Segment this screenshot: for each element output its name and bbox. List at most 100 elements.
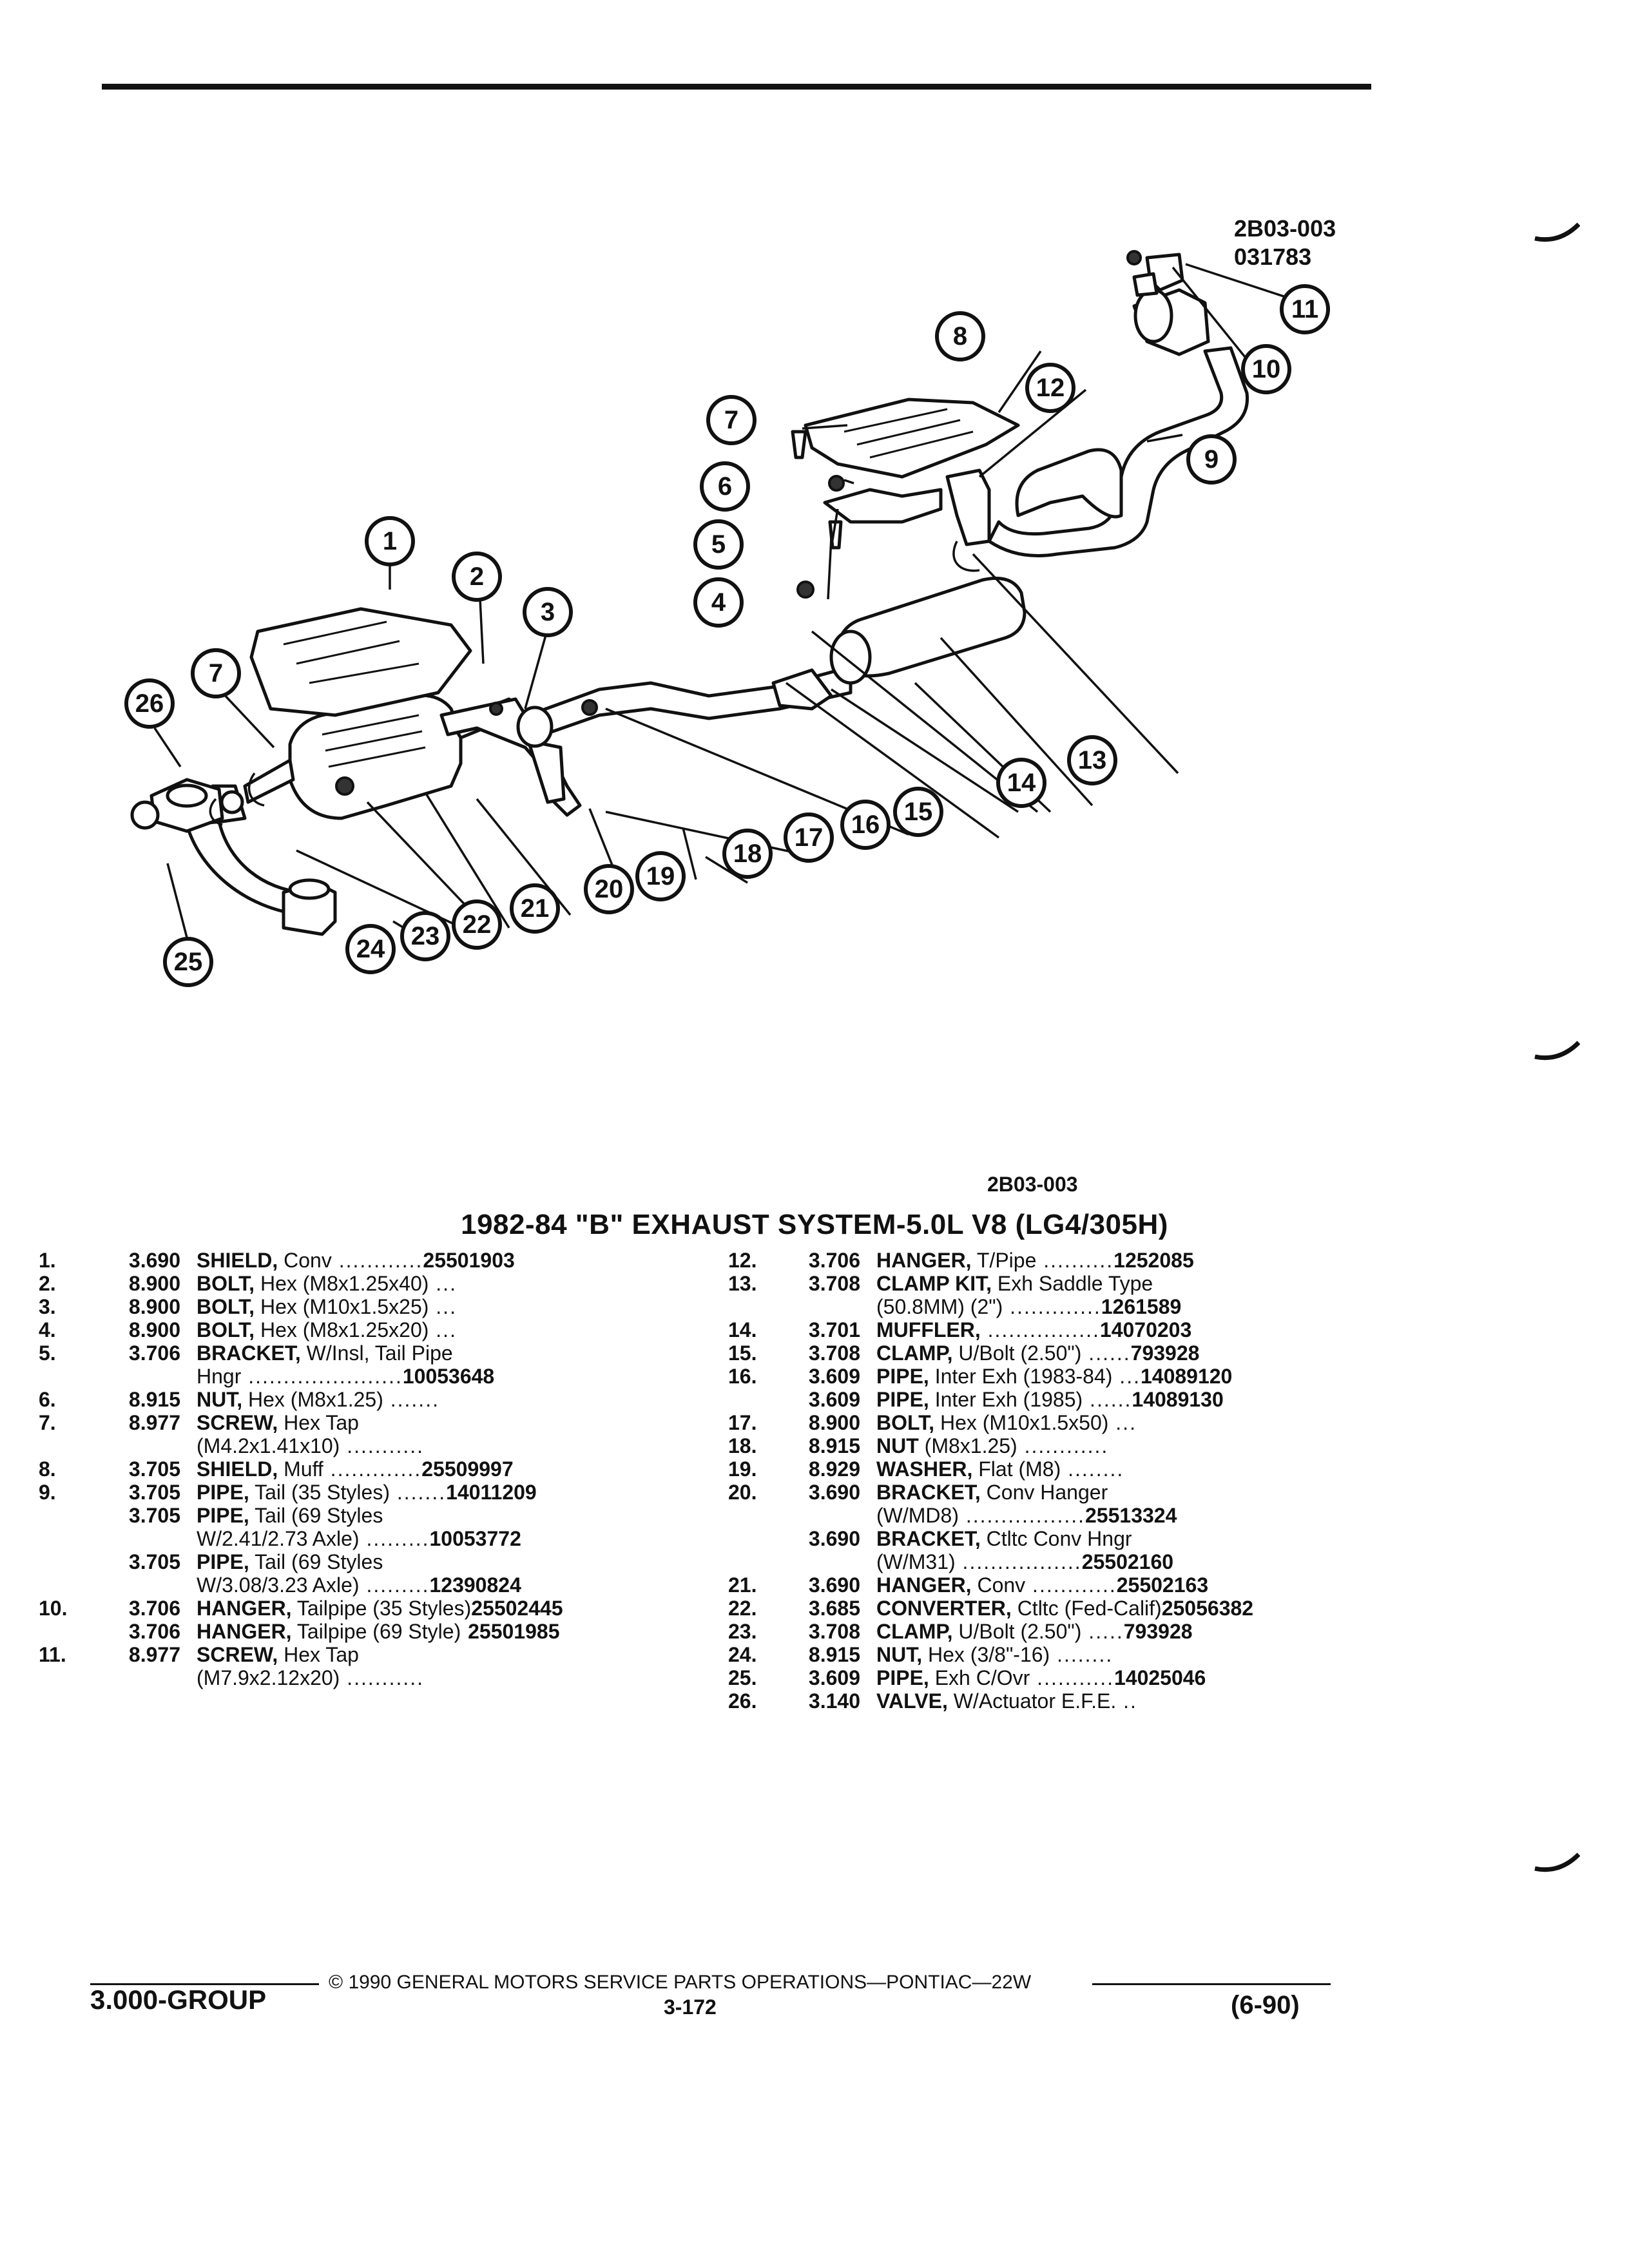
item-description: (M7.9x2.12x20) ........... xyxy=(197,1666,689,1689)
item-name: BOLT, xyxy=(197,1295,255,1318)
converter-bolt xyxy=(335,776,354,796)
flange-nut xyxy=(489,702,503,716)
svg-text:25: 25 xyxy=(174,948,203,976)
item-description: WASHER, Flat (M8) ........ xyxy=(876,1457,1373,1481)
svg-text:5: 5 xyxy=(711,530,726,559)
callout-11: 11 xyxy=(1280,284,1330,334)
item-number: 5. xyxy=(39,1341,56,1365)
svg-text:21: 21 xyxy=(521,894,550,923)
clamp-23b xyxy=(209,798,223,826)
part-number: 14011209 xyxy=(446,1481,537,1504)
item-detail: Hex (M10x1.5x25) xyxy=(255,1295,429,1318)
muffler-shield-ribs xyxy=(843,408,974,459)
svg-text:6: 6 xyxy=(718,472,732,501)
leader-dots: ... xyxy=(1112,1365,1141,1388)
item-detail: (W/M31) xyxy=(876,1550,956,1573)
footer-rule-right xyxy=(1092,1983,1331,1985)
leader-dots: ....... xyxy=(389,1481,447,1504)
item-detail: Conv Hanger xyxy=(980,1481,1108,1504)
leader-dots: ....... xyxy=(383,1388,439,1411)
group-number: 8.929 xyxy=(808,1457,860,1481)
callout-25: 25 xyxy=(163,937,213,987)
callout-4: 4 xyxy=(693,577,744,628)
item-description: (W/M31) .................25502160 xyxy=(876,1550,1373,1573)
part-number: 25509997 xyxy=(421,1457,514,1481)
group-number: 8.915 xyxy=(808,1434,860,1457)
footer-rule-left xyxy=(90,1983,319,1985)
item-name: BRACKET, xyxy=(197,1341,301,1365)
callout-14: 14 xyxy=(996,758,1046,808)
item-name: PIPE, xyxy=(876,1365,929,1388)
callout-16: 16 xyxy=(840,800,891,850)
leader-dots: .. xyxy=(1116,1689,1137,1713)
group-number: 3.690 xyxy=(128,1249,180,1272)
item-description: MUFFLER, ................14070203 xyxy=(876,1318,1373,1341)
part-number: 25501985 xyxy=(468,1620,560,1643)
part-number: 25502163 xyxy=(1116,1573,1209,1597)
item-number: 12. xyxy=(728,1249,757,1272)
item-description: (W/MD8) .................25513324 xyxy=(876,1504,1373,1527)
svg-text:18: 18 xyxy=(733,840,762,868)
item-detail: W/Actuator E.F.E. xyxy=(947,1689,1117,1713)
item-description: PIPE, Tail (35 Styles) .......14011209 xyxy=(197,1481,689,1504)
item-name: CLAMP KIT, xyxy=(876,1272,992,1295)
item-detail: (M4.2x1.41x10) xyxy=(197,1434,340,1457)
item-number: 23. xyxy=(728,1620,757,1643)
item-description: BOLT, Hex (M8x1.25x20) ... xyxy=(197,1318,689,1341)
leader-dots: ..... xyxy=(1081,1620,1124,1643)
part-number: 793928 xyxy=(1123,1620,1193,1643)
leader-dots: ...................... xyxy=(241,1365,403,1388)
intermediate-pipe xyxy=(526,665,853,740)
item-number: 4. xyxy=(39,1318,56,1341)
group-number: 3.708 xyxy=(808,1272,860,1295)
group-number: 3.706 xyxy=(808,1249,860,1272)
item-detail: Conv xyxy=(278,1249,332,1272)
leader-dots: .......... xyxy=(1036,1249,1114,1272)
group-number: 8.915 xyxy=(808,1643,860,1666)
item-number: 3. xyxy=(39,1295,56,1318)
leader-dots: ............ xyxy=(1025,1573,1117,1597)
item-detail: T/Pipe xyxy=(971,1249,1037,1272)
item-detail: Hex (M8x1.25x20) xyxy=(255,1318,429,1341)
item-description: CLAMP, U/Bolt (2.50") .....793928 xyxy=(876,1620,1373,1643)
item-number: 21. xyxy=(728,1573,757,1597)
item-number: 14. xyxy=(728,1318,757,1341)
item-number: 24. xyxy=(728,1643,757,1666)
item-description: BOLT, Hex (M10x1.5x25) ... xyxy=(197,1295,689,1318)
group-number: 3.609 xyxy=(808,1666,860,1689)
item-detail: Flat (M8) xyxy=(972,1457,1061,1481)
item-name: HANGER, xyxy=(876,1573,972,1597)
group-number: 8.900 xyxy=(808,1411,860,1434)
item-name: PIPE, xyxy=(197,1504,249,1527)
converter-shield xyxy=(249,607,472,717)
leader-dots: ................. xyxy=(955,1550,1082,1573)
saddle-clamp xyxy=(952,541,980,572)
item-description: SCREW, Hex Tap xyxy=(197,1643,689,1666)
part-number: 25513324 xyxy=(1085,1504,1177,1527)
tailpipe-bracket xyxy=(823,488,943,524)
item-number: 1. xyxy=(39,1249,56,1272)
item-detail: Ctltc (Fed-Calif) xyxy=(1011,1597,1162,1620)
svg-text:20: 20 xyxy=(595,875,624,903)
item-name: PIPE, xyxy=(197,1550,249,1573)
group-number: 3.705 xyxy=(128,1504,180,1527)
group-number: 3.708 xyxy=(808,1341,860,1365)
item-detail: Exh C/Ovr xyxy=(929,1666,1030,1689)
item-name: BRACKET, xyxy=(876,1481,981,1504)
callout-6: 6 xyxy=(700,461,750,512)
hanger-screw xyxy=(1126,250,1142,265)
binding-mark-middle xyxy=(1534,1041,1580,1061)
item-number: 19. xyxy=(728,1457,757,1481)
svg-text:22: 22 xyxy=(463,910,492,939)
parts-row: (M4.2x1.41x10) ........... xyxy=(39,1434,689,1457)
efe-valve-port xyxy=(166,783,208,808)
part-number: 25502160 xyxy=(1081,1550,1174,1573)
svg-text:1: 1 xyxy=(383,527,397,555)
